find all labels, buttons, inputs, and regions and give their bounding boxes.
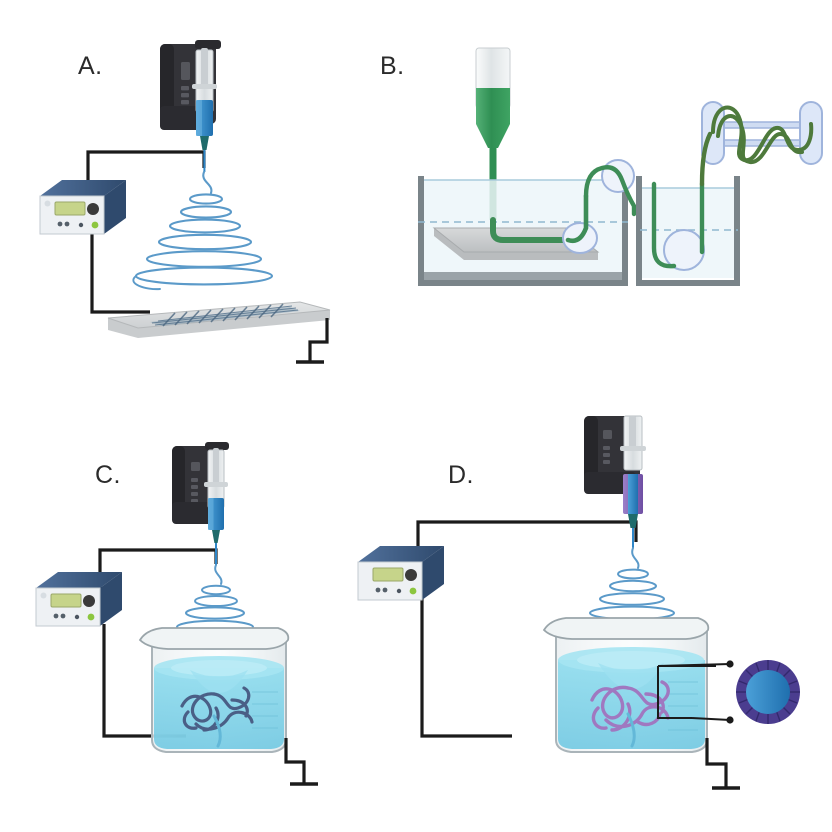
psu-button-1[interactable] [53,613,59,619]
syringe-core-solution [628,474,638,514]
coagulation-bath [418,176,628,286]
psu-port[interactable] [40,592,47,599]
nanofiber-mat [150,303,300,327]
pump-button-row [603,446,610,464]
callout-dot-bottom [726,716,734,724]
beaker-graduations [252,691,278,729]
panel-d-graphic [357,415,800,790]
psu-display [54,201,86,216]
psu-button-3[interactable] [78,222,84,228]
beaker-liquid [154,668,284,749]
psu-button-2[interactable] [60,613,66,619]
wash-bath [636,176,740,286]
psu-port[interactable] [44,200,51,207]
psu-button-3[interactable] [396,588,402,594]
beaker-bath [138,627,290,753]
needle [632,528,634,548]
vortex [190,670,248,693]
pump-display [181,62,190,80]
panel-c-graphic [35,442,318,786]
panel-a-graphic [39,40,331,364]
callout-dot-top [726,660,734,668]
needle-hub [200,136,209,150]
high-voltage-power-supply [35,572,122,627]
ground-symbol [284,738,318,786]
panel-c-wet-electrospinning: C. [0,416,416,832]
beaker-rim [138,627,290,650]
coaxial-syringe [620,415,646,548]
panel-c-label: C. [95,461,121,489]
panel-b-graphic [418,47,823,286]
pipette-solution [476,88,510,124]
psu-display [50,593,82,608]
panel-a-label: A. [78,52,103,80]
panel-d-label: D. [448,461,474,489]
ground-symbol [296,318,329,364]
psu-button-1[interactable] [57,221,63,227]
beaker-bath [542,617,710,753]
psu-button-2[interactable] [382,587,388,593]
ground-symbol [705,738,740,790]
panel-a-dry-electrospinning: A. [0,0,416,416]
flat-plate-collector [107,301,331,338]
syringe [192,48,217,172]
beaker-rim [542,617,710,640]
needle-hub [628,514,638,528]
needle-hub [212,530,220,543]
electrospinning-jet [132,170,274,291]
psu-power-led [91,221,99,229]
psu-power-led [87,613,95,621]
pump-display [603,430,612,439]
wet-spun-fiber-bath [490,217,571,243]
psu-knob[interactable] [405,569,417,581]
fiber-bundle [180,686,254,732]
panel-b-label: B. [380,52,405,80]
winding-unit[interactable] [699,101,823,187]
wound-fiber [711,105,814,164]
needle [203,150,206,172]
psu-display [372,567,404,582]
high-voltage-power-supply [357,546,444,601]
needle [215,543,217,565]
psu-power-led [409,587,417,595]
panel-b-wet-spinning: B. [372,0,832,416]
high-voltage-power-supply [39,180,126,235]
pump-display [191,462,200,471]
vortex [598,663,664,690]
psu-button-1[interactable] [375,587,381,593]
fiber-bundle [590,680,670,732]
psu-button-2[interactable] [64,221,70,227]
nanoparticle [736,660,800,724]
syringe [204,448,228,565]
psu-button-3[interactable] [74,614,80,620]
panel-d-coaxial-wet-electrospinning: D. [357,415,832,832]
psu-knob[interactable] [87,203,99,215]
psu-knob[interactable] [83,595,95,607]
callout-leader-lines [657,663,731,721]
fiber-over-roller [583,165,637,217]
particle-core [746,670,790,714]
high-voltage-wire [416,520,638,738]
